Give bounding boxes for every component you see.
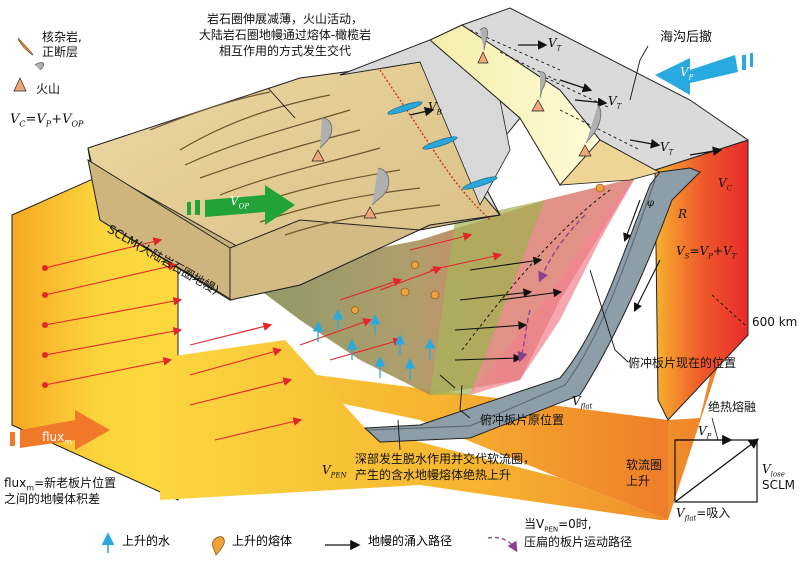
slab-current (363, 167, 701, 443)
slab-original-dashed (461, 189, 611, 351)
vp-label: VP (680, 65, 694, 82)
volcanoes (311, 27, 602, 219)
inset-title: 绝热熔融 (708, 400, 757, 414)
rift-line (379, 69, 491, 221)
legend-water-label: 上升的水 (122, 534, 171, 548)
top-note-2: 大陆岩石圈地幔通过熔体-橄榄岩 (198, 28, 372, 42)
flux-arrow-label: fluxm (42, 430, 73, 447)
leader-lines (267, 45, 649, 451)
depth-label: 600 km (752, 315, 798, 329)
inset-asthen-1: 软流圈 (626, 458, 663, 472)
flux-note-3: 之间的地幔体积差 (4, 492, 101, 506)
vop-label: VOP (230, 194, 250, 211)
inset-sclm: SCLM (762, 478, 796, 492)
vflat-label: Vflat (572, 394, 593, 411)
slab-original-label: 俯冲板片原位置 (480, 413, 565, 427)
fault-label-2: 正断层 (42, 45, 79, 59)
pink-slab-region (470, 178, 635, 395)
vb-label: VB (428, 100, 442, 117)
plate-dashed-lines (469, 29, 641, 151)
vs-formula: VS=VP+VT (676, 244, 737, 261)
vt-label-2: VT (608, 94, 622, 111)
vc-label: VC (718, 176, 733, 193)
vt-label-3: VT (660, 140, 674, 157)
legend-purple-icon (487, 536, 518, 553)
crust-front (229, 214, 501, 301)
mantle-inflow-black (454, 199, 661, 363)
legend-vpen-1: 当VPEN=0时, (524, 517, 592, 534)
vp-arrow (655, 53, 753, 95)
trench-retreat-label: 海沟后撤 (660, 30, 713, 45)
ocean-plate (460, 7, 750, 171)
front-mantle-base (160, 230, 745, 520)
inset-vp: VP (698, 424, 712, 441)
melt-drops (351, 183, 605, 314)
dehydration-label-1: 深部发生脱水作用并交代软流圈， (355, 452, 536, 466)
water-arrows (312, 309, 436, 380)
top-note-1: 岩石圈伸展减薄，火山活动， (206, 12, 363, 26)
legend-flow-label: 地幔的涌入路径 (368, 534, 453, 548)
inset-vlose: Vlose (762, 462, 785, 479)
vt-label-1: VT (548, 36, 562, 53)
mantle-flow-red (44, 232, 503, 441)
vc-formula: VC=VP+VOP (10, 112, 84, 129)
inset-vflat: Vflat=吸入 (676, 506, 731, 523)
legend-vpen-3: 压扁的板片运动路径 (524, 535, 633, 549)
volcano-icon (13, 62, 45, 92)
plate-arrows (409, 40, 723, 156)
spreading-bars (387, 101, 498, 190)
r-label: R (678, 207, 688, 221)
fault-icon (17, 37, 34, 56)
flow-dots (42, 265, 48, 388)
legend-melt-icon (212, 536, 225, 556)
inset-asthen-2: 上升 (626, 474, 651, 488)
flux-note-1: fluxm=新老板片位置 (4, 476, 117, 493)
volcano-label: 火山 (36, 82, 61, 96)
depth-line (711, 294, 746, 326)
slab-current-label: 俯冲板片现在的位置 (628, 356, 737, 370)
legend-melt-label: 上升的熔体 (232, 534, 293, 548)
vop-arrow (187, 185, 295, 225)
inset-vector-diagram (674, 417, 760, 503)
phi-label: φ (647, 198, 655, 209)
dehydration-label-2: 产生的含水地幔熔体绝热上升 (355, 468, 512, 482)
fault-label-1: 核杂岩, (42, 30, 82, 44)
flux-arrow (10, 410, 110, 450)
vpen-label: VPEN (322, 463, 347, 480)
purple-path (517, 214, 586, 363)
top-note-3: 相互作用的方式发生交代 (218, 44, 351, 58)
